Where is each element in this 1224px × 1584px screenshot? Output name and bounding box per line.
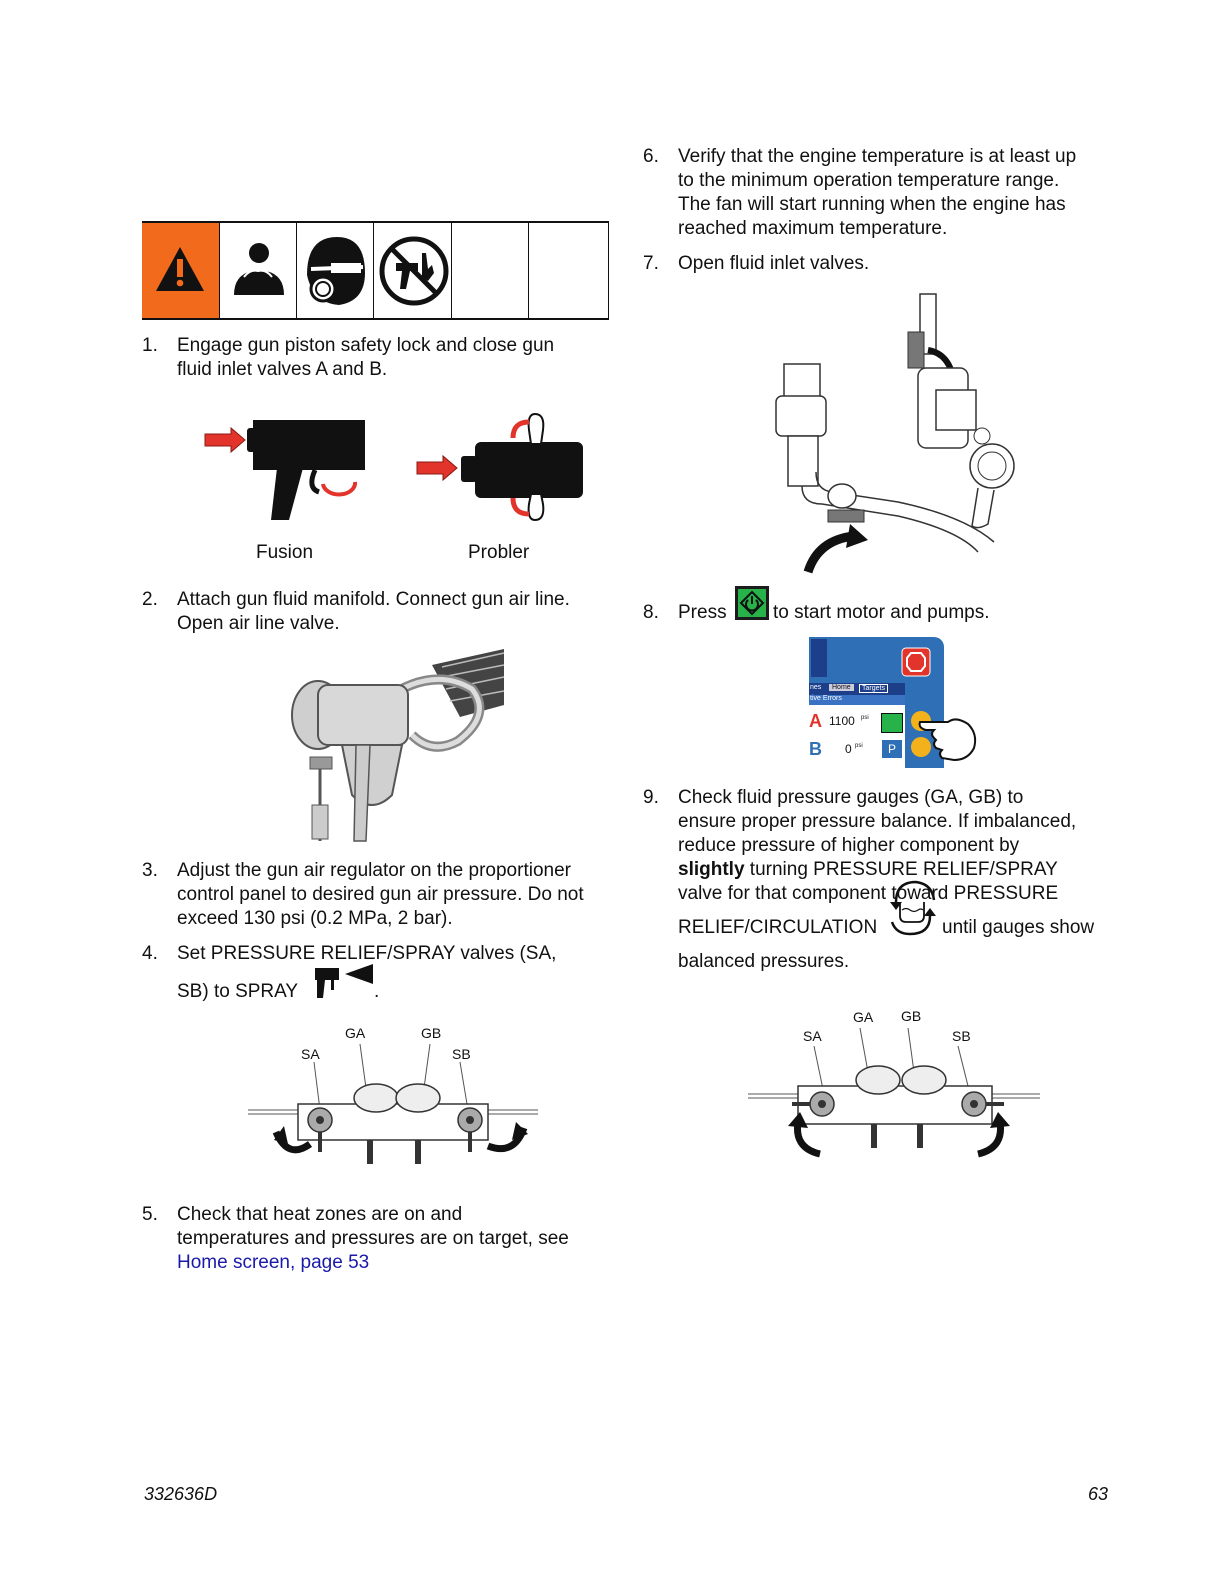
step-text: reduce pressure of higher component by (678, 835, 1020, 856)
respirator-icon (307, 237, 365, 305)
no-hands-cell (373, 223, 452, 318)
step-text: control panel to desired gun air pressur… (177, 884, 584, 905)
gb-label: GB (901, 1008, 922, 1024)
screen-tab: nes (810, 684, 822, 691)
step-text: RELIEF/CIRCULATION (678, 917, 878, 938)
empty-cell (528, 223, 609, 318)
gb-label: GB (421, 1025, 442, 1041)
screen-a-value: 1100 (829, 714, 855, 728)
step-text: Set PRESSURE RELIEF/SPRAY valves (SA, (177, 943, 557, 964)
screen-b-unit: psi (855, 743, 863, 749)
step-number: 6. (643, 146, 659, 167)
step-number: 3. (142, 860, 158, 881)
emphasis-text: slightly (678, 859, 745, 880)
step-number: 2. (142, 589, 158, 610)
warning-triangle-icon (156, 247, 204, 291)
start-button-icon (735, 586, 769, 620)
step-text: . (374, 981, 380, 1002)
step-text: fluid inlet valves A and B. (177, 359, 388, 380)
gun-valve-illustration (204, 412, 583, 522)
step-number: 5. (142, 1204, 158, 1225)
fusion-caption: Fusion (256, 542, 314, 563)
inhalation-hazard-icon (234, 243, 284, 295)
stop-button-icon (901, 647, 931, 677)
step-number: 1. (142, 335, 158, 356)
no-hands-in-front-of-gun-icon (379, 236, 449, 306)
sa-label: SA (301, 1046, 320, 1062)
step-number: 9. (643, 787, 659, 808)
step-text: ensure proper pressure balance. If imbal… (678, 811, 1077, 832)
ga-label: GA (345, 1025, 366, 1041)
step-text: valve for that component toward PRESSURE (678, 883, 1059, 904)
sb-label: SB (952, 1028, 971, 1044)
screen-active-errors: tive Errors (810, 695, 842, 702)
step-number: 4. (142, 943, 158, 964)
probler-gun-illustration (416, 412, 583, 522)
step-text: exceed 130 psi (0.2 MPa, 2 bar). (177, 908, 453, 929)
pressure-relief-circulation-icon (890, 880, 936, 936)
panel-indicator (911, 737, 931, 757)
warning-cell (142, 223, 219, 318)
step-text: Engage gun piston safety lock and close … (177, 335, 555, 356)
step-text: SB) to SPRAY (177, 981, 299, 1002)
document-number: 332636D (144, 1484, 218, 1504)
step-text: Adjust the gun air regulator on the prop… (177, 860, 571, 881)
step-text: temperatures and pressures are on target… (177, 1228, 569, 1249)
sb-label: SB (452, 1046, 471, 1062)
graco-logo (811, 639, 827, 677)
home-screen-link[interactable]: Home screen, page 53 (177, 1252, 370, 1273)
pointing-hand-icon (918, 718, 977, 762)
screen-tab-home: Home (829, 684, 854, 691)
screen-b-value: 0 (845, 742, 852, 756)
probler-caption: Probler (468, 542, 530, 563)
control-panel-illustration: nes Home Targets tive Errors A 1100 psi … (809, 637, 944, 768)
empty-cell (451, 223, 529, 318)
step-number: 7. (643, 253, 659, 274)
step-text: turning PRESSURE RELIEF/SPRAY (744, 859, 1058, 880)
respirator-cell (296, 223, 374, 318)
step-text: Check fluid pressure gauges (GA, GB) to (678, 787, 1024, 808)
step-text: reached maximum temperature. (678, 218, 948, 239)
screen-a-label: A (809, 711, 822, 731)
fusion-gun-illustration (204, 420, 365, 520)
screen-b-label: B (809, 739, 822, 759)
screen-a-unit: psi (861, 715, 869, 721)
manifold-spray-diagram (248, 1043, 538, 1164)
step-text: Press (678, 602, 727, 623)
step-number: 8. (643, 602, 659, 623)
step-text: until gauges show (942, 917, 1095, 938)
step-text: The fan will start running when the engi… (678, 194, 1066, 215)
step-text: Verify that the engine temperature is at… (678, 146, 1077, 167)
step-text: balanced pressures. (678, 951, 850, 972)
ppe-warning-table (142, 221, 609, 320)
fluid-inlet-valve-illustration (775, 293, 1015, 574)
gun-manifold-illustration (291, 649, 505, 842)
screen-tab-targets: Targets (859, 684, 888, 693)
page-number: 63 (1088, 1484, 1109, 1504)
step-text: to start motor and pumps. (773, 602, 990, 623)
inhalation-cell (219, 223, 297, 318)
manifold-relief-diagram (748, 1027, 1040, 1158)
screen-area: nes Home Targets tive Errors A 1100 psi … (809, 683, 905, 768)
step-text: Open air line valve. (177, 613, 340, 634)
panel-park-button: P (881, 739, 903, 759)
ga-label: GA (853, 1009, 874, 1025)
panel-start-button (881, 713, 903, 733)
step-text: to the minimum operation temperature ran… (678, 170, 1060, 191)
sa-label: SA (803, 1028, 822, 1044)
step-text: Check that heat zones are on and (177, 1204, 463, 1225)
step-text: Open fluid inlet valves. (678, 253, 870, 274)
spray-symbol-icon (315, 964, 373, 998)
step-text: Attach gun fluid manifold. Connect gun a… (177, 589, 570, 610)
